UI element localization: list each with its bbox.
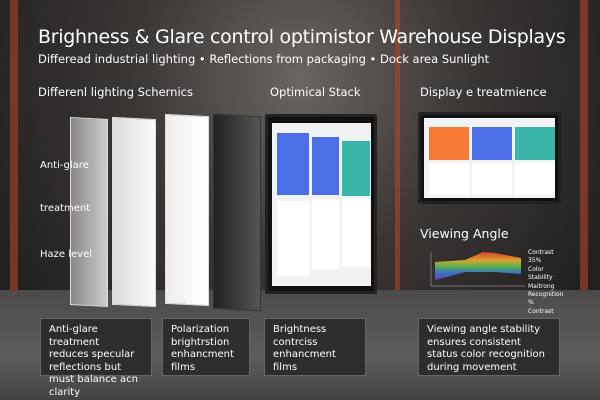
card-body: ensures consistent status color recognit… <box>427 336 545 373</box>
tile-orange <box>429 127 469 160</box>
film-layer <box>165 113 209 307</box>
tile-card <box>515 163 555 195</box>
card-body: reduces specular reflections but must ba… <box>49 349 138 398</box>
tile-blue <box>472 127 512 160</box>
card-title: Brightness <box>273 324 327 335</box>
tile-card <box>429 163 469 195</box>
chart-legend: Contrast 35% Color Stability Maitrong Re… <box>528 249 563 316</box>
section-lighting: Differenl lighting Schernics <box>38 85 193 99</box>
tile-blue <box>312 137 339 195</box>
rack <box>10 0 18 310</box>
tile-card <box>472 163 512 195</box>
panel-layer <box>213 113 261 312</box>
tile-blue <box>277 133 309 195</box>
viewing-angle-title: Viewing Angle <box>420 226 509 241</box>
legend-item: Stability <box>528 274 553 282</box>
subtitle: Differead industrial lighting • Reflecti… <box>38 52 490 66</box>
legend-item: Contrast <box>528 307 554 315</box>
legend-item: Maitrong <box>528 282 555 290</box>
card-title: Viewing angle stability <box>427 324 541 335</box>
display <box>418 112 561 204</box>
viewing-angle-chart <box>430 252 525 287</box>
tile-teal <box>342 141 370 196</box>
card-title: Polarization <box>171 324 230 335</box>
monitor <box>265 114 377 294</box>
layer-label: Haze level <box>40 249 93 260</box>
rack <box>395 0 400 310</box>
card-body: contrciss enhancment films <box>273 336 336 373</box>
card-viewing-angle: Viewing angle stability ensures consiste… <box>418 318 560 376</box>
tile-card <box>312 199 339 269</box>
layer-label: Anti-glare <box>40 160 89 171</box>
card-brightness: Brightness contrciss enhancment films <box>264 318 366 376</box>
card-polarization: Polarization brightrstion enhancment fil… <box>162 318 250 376</box>
section-treatment: Display e treatmience <box>420 85 547 99</box>
section-stack: Optimical Stack <box>270 85 361 99</box>
card-title: Anti-glare treatment <box>49 324 100 348</box>
angle-band <box>435 252 521 280</box>
tile-card <box>277 201 309 276</box>
legend-item: Color <box>528 265 544 273</box>
tile-teal <box>515 127 555 160</box>
card-anti-glare: Anti-glare treatment reduces specular re… <box>40 318 152 398</box>
layer-label: treatment <box>40 203 91 214</box>
rack <box>580 0 588 310</box>
page-title: Brighness & Glare control optimistor War… <box>38 26 566 48</box>
tile-card <box>342 199 370 267</box>
legend-item: Recognition <box>528 291 564 299</box>
legend-item: Contrast <box>528 249 554 256</box>
legend-item: 35% <box>528 257 542 265</box>
diffuser-layer <box>112 116 156 308</box>
card-body: brightrstion enhancment films <box>171 336 234 373</box>
legend-item: % <box>528 299 534 307</box>
